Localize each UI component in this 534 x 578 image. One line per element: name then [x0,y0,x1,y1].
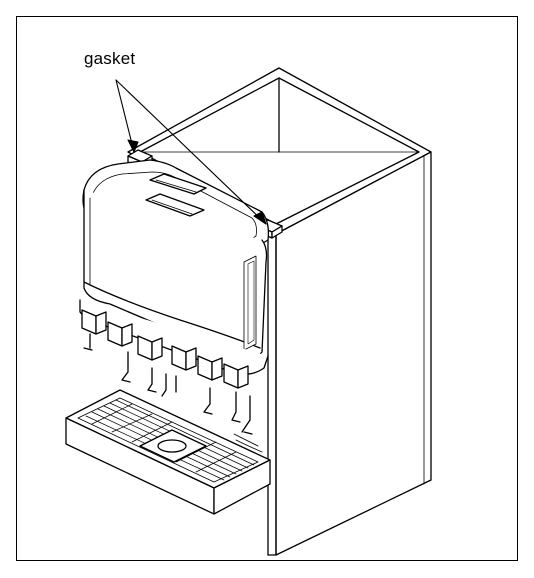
valve-4 [161,345,197,397]
drip-tray [65,389,271,515]
valve-7 [241,395,253,435]
lid-slot-top [149,173,207,195]
gasket-callout-label: gasket [84,49,136,68]
drip-tray-drain [139,429,207,463]
valve-2 [107,321,133,383]
valve-3 [137,335,163,393]
callout-leaders [115,79,267,225]
merchandiser-panel [83,189,268,360]
valve-5 [197,355,223,415]
lid-slot-bottom [145,193,205,217]
dispensing-valves [81,309,253,435]
valve-1 [81,309,107,351]
valve-6 [223,363,249,423]
